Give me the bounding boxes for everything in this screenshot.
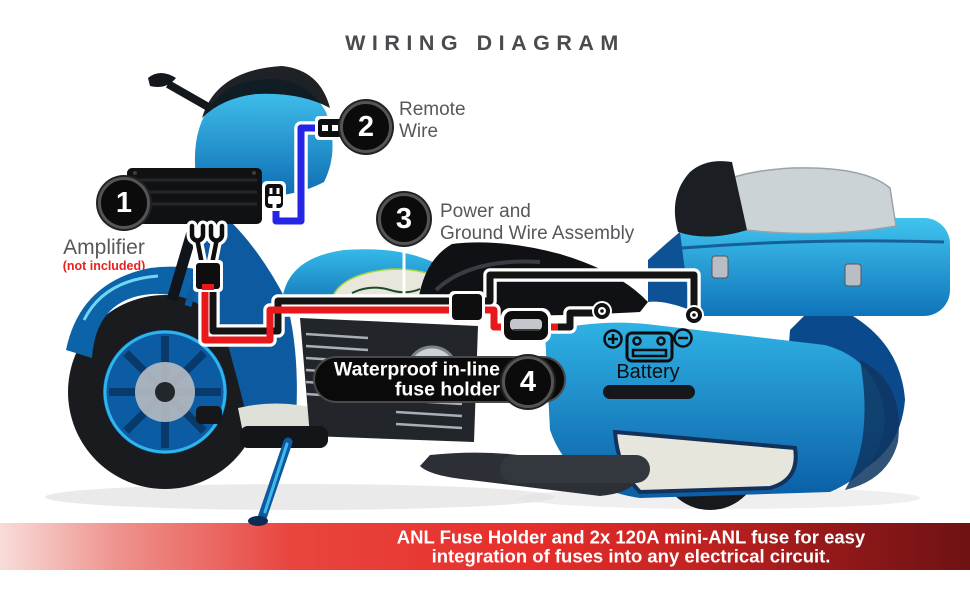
plus-icon bbox=[603, 329, 623, 349]
callout-3-number: 3 bbox=[395, 202, 413, 235]
callout-2-badge: 2 bbox=[340, 101, 392, 153]
callout-4-badge: 4 bbox=[502, 356, 554, 408]
amplifier-label: Amplifier (not included) bbox=[29, 236, 179, 274]
fuse-holder-label-line1: Waterproof in-line bbox=[333, 358, 500, 380]
floorboard bbox=[240, 426, 328, 448]
remote-connector-icon bbox=[315, 116, 345, 140]
remote-wire-label: Remote Wire bbox=[399, 99, 466, 143]
mirror bbox=[148, 73, 176, 87]
amplifier-box bbox=[127, 168, 262, 224]
bottom-banner: ANL Fuse Holder and 2x 120A mini-ANL fus… bbox=[0, 523, 970, 570]
battery-icon bbox=[625, 331, 674, 363]
callout-4-number: 4 bbox=[519, 365, 537, 398]
battery-label: Battery bbox=[616, 361, 680, 383]
spade-terminals-icon bbox=[186, 220, 228, 292]
amplifier-not-included-note: (not included) bbox=[62, 259, 146, 273]
callout-2-number: 2 bbox=[357, 110, 375, 143]
remote-wire-label-line1: Remote bbox=[399, 99, 466, 120]
fuse-holder-icon bbox=[501, 308, 551, 343]
junction-connector-icon bbox=[449, 291, 485, 323]
ring-terminal-icon bbox=[684, 305, 704, 325]
callout-3-badge: 3 bbox=[378, 193, 430, 245]
fuse-holder-label-line2: fuse holder bbox=[394, 378, 500, 401]
handlebar bbox=[166, 80, 212, 112]
frame bbox=[196, 196, 297, 430]
battery-positive-lead bbox=[558, 309, 598, 331]
ground-shadow bbox=[45, 484, 555, 510]
power-ground-label-line1: Power and bbox=[440, 201, 531, 222]
remote-wire bbox=[272, 124, 320, 225]
banner-text: ANL Fuse Holder and 2x 120A mini-ANL fus… bbox=[320, 527, 942, 566]
amplifier-label-text: Amplifier bbox=[63, 236, 145, 259]
banner-text-line1: ANL Fuse Holder and 2x 120A mini-ANL fus… bbox=[396, 526, 866, 547]
windshield bbox=[202, 66, 330, 118]
exhaust-pipe bbox=[420, 452, 650, 496]
remote-wire-label-line2: Wire bbox=[399, 121, 439, 142]
ring-terminal-icon bbox=[592, 301, 612, 321]
minus-icon bbox=[673, 328, 693, 348]
power-ground-label: Power and Ground Wire Assembly bbox=[440, 201, 634, 245]
page-title: WIRING DIAGRAM bbox=[345, 31, 625, 55]
ground-wire bbox=[209, 271, 698, 335]
saddlebag bbox=[545, 322, 899, 498]
kickstand bbox=[248, 437, 293, 526]
tour-pack-trunk bbox=[674, 161, 950, 316]
callout-1-badge: 1 bbox=[98, 177, 150, 229]
power-ground-label-line2: Ground Wire Assembly bbox=[440, 223, 635, 244]
callout-1-number: 1 bbox=[115, 186, 133, 219]
banner-text-line2: integration of fuses into any electrical… bbox=[431, 545, 831, 567]
remote-plug-icon bbox=[262, 181, 286, 211]
fuse-holder-label: Waterproof in-line fuse holder bbox=[334, 359, 500, 400]
power-wire bbox=[201, 285, 512, 344]
